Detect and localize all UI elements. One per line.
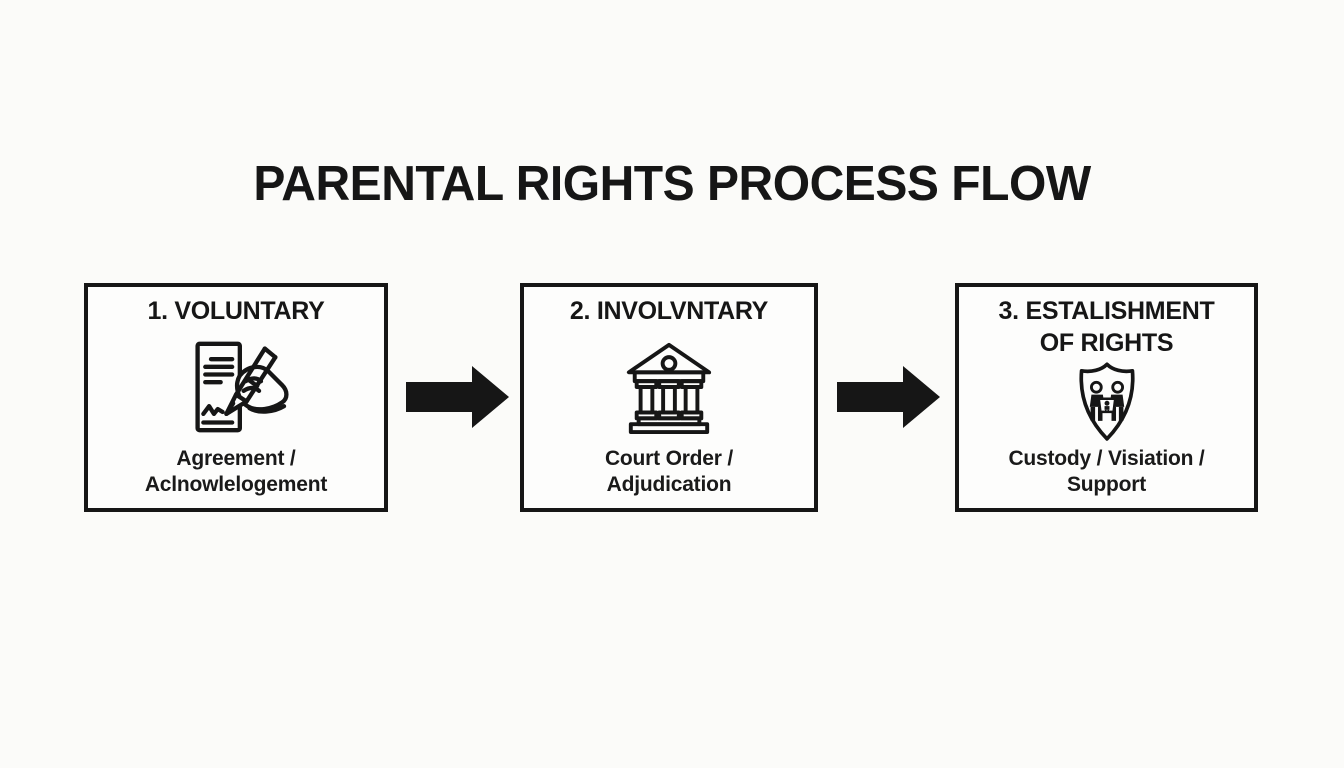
- step3-icon-area: [1066, 359, 1148, 446]
- step2-icon-area: [620, 328, 718, 446]
- process-step-voluntary: 1. VOLUNTARY: [84, 283, 388, 512]
- step3-heading-line2: OF RIGHTS: [1039, 328, 1174, 357]
- step2-caption-line1: Court Order /: [604, 446, 734, 470]
- arrow-step1-to-step2: [406, 366, 509, 428]
- step1-icon-area: [182, 328, 290, 446]
- step1-caption-line1: Agreement /: [176, 446, 296, 470]
- step1-caption: Agreement / Aclnowlelogement: [144, 446, 328, 499]
- right-arrow-icon: [837, 366, 940, 428]
- arrow-step2-to-step3: [837, 366, 940, 428]
- process-step-establishment-of-rights: 3. ESTALISHMENT OF RIGHTS Cu: [955, 283, 1258, 512]
- step3-caption-line1: Custody / Visiation /: [1008, 446, 1205, 470]
- step3-caption: Custody / Visiation / Support: [1008, 446, 1204, 499]
- step3-caption-line2: Support: [1066, 473, 1147, 497]
- document-signing-icon: [195, 341, 289, 432]
- step2-caption-line2: Adjudication: [606, 473, 732, 497]
- step2-caption: Court Order / Adjudication: [605, 446, 733, 499]
- step1-heading-line: 1. VOLUNTARY: [147, 297, 325, 325]
- right-arrow-icon: [406, 366, 509, 428]
- process-step-involuntary: 2. INVOLVNTARY Court Order /: [520, 283, 818, 512]
- courthouse-icon: [626, 342, 712, 434]
- step3-heading-line1: 3. ESTALISHMENT: [998, 297, 1215, 325]
- diagram-title: PARENTAL RIGHTS PROCESS FLOW: [253, 157, 1091, 211]
- step3-heading: 3. ESTALISHMENT OF RIGHTS: [999, 296, 1215, 359]
- step1-heading: 1. VOLUNTARY: [148, 296, 325, 328]
- step1-caption-line2: Aclnowlelogement: [144, 473, 328, 497]
- step2-heading-line: 2. INVOLVNTARY: [569, 297, 769, 325]
- family-shield-icon: [1078, 362, 1135, 442]
- step2-heading: 2. INVOLVNTARY: [570, 296, 768, 328]
